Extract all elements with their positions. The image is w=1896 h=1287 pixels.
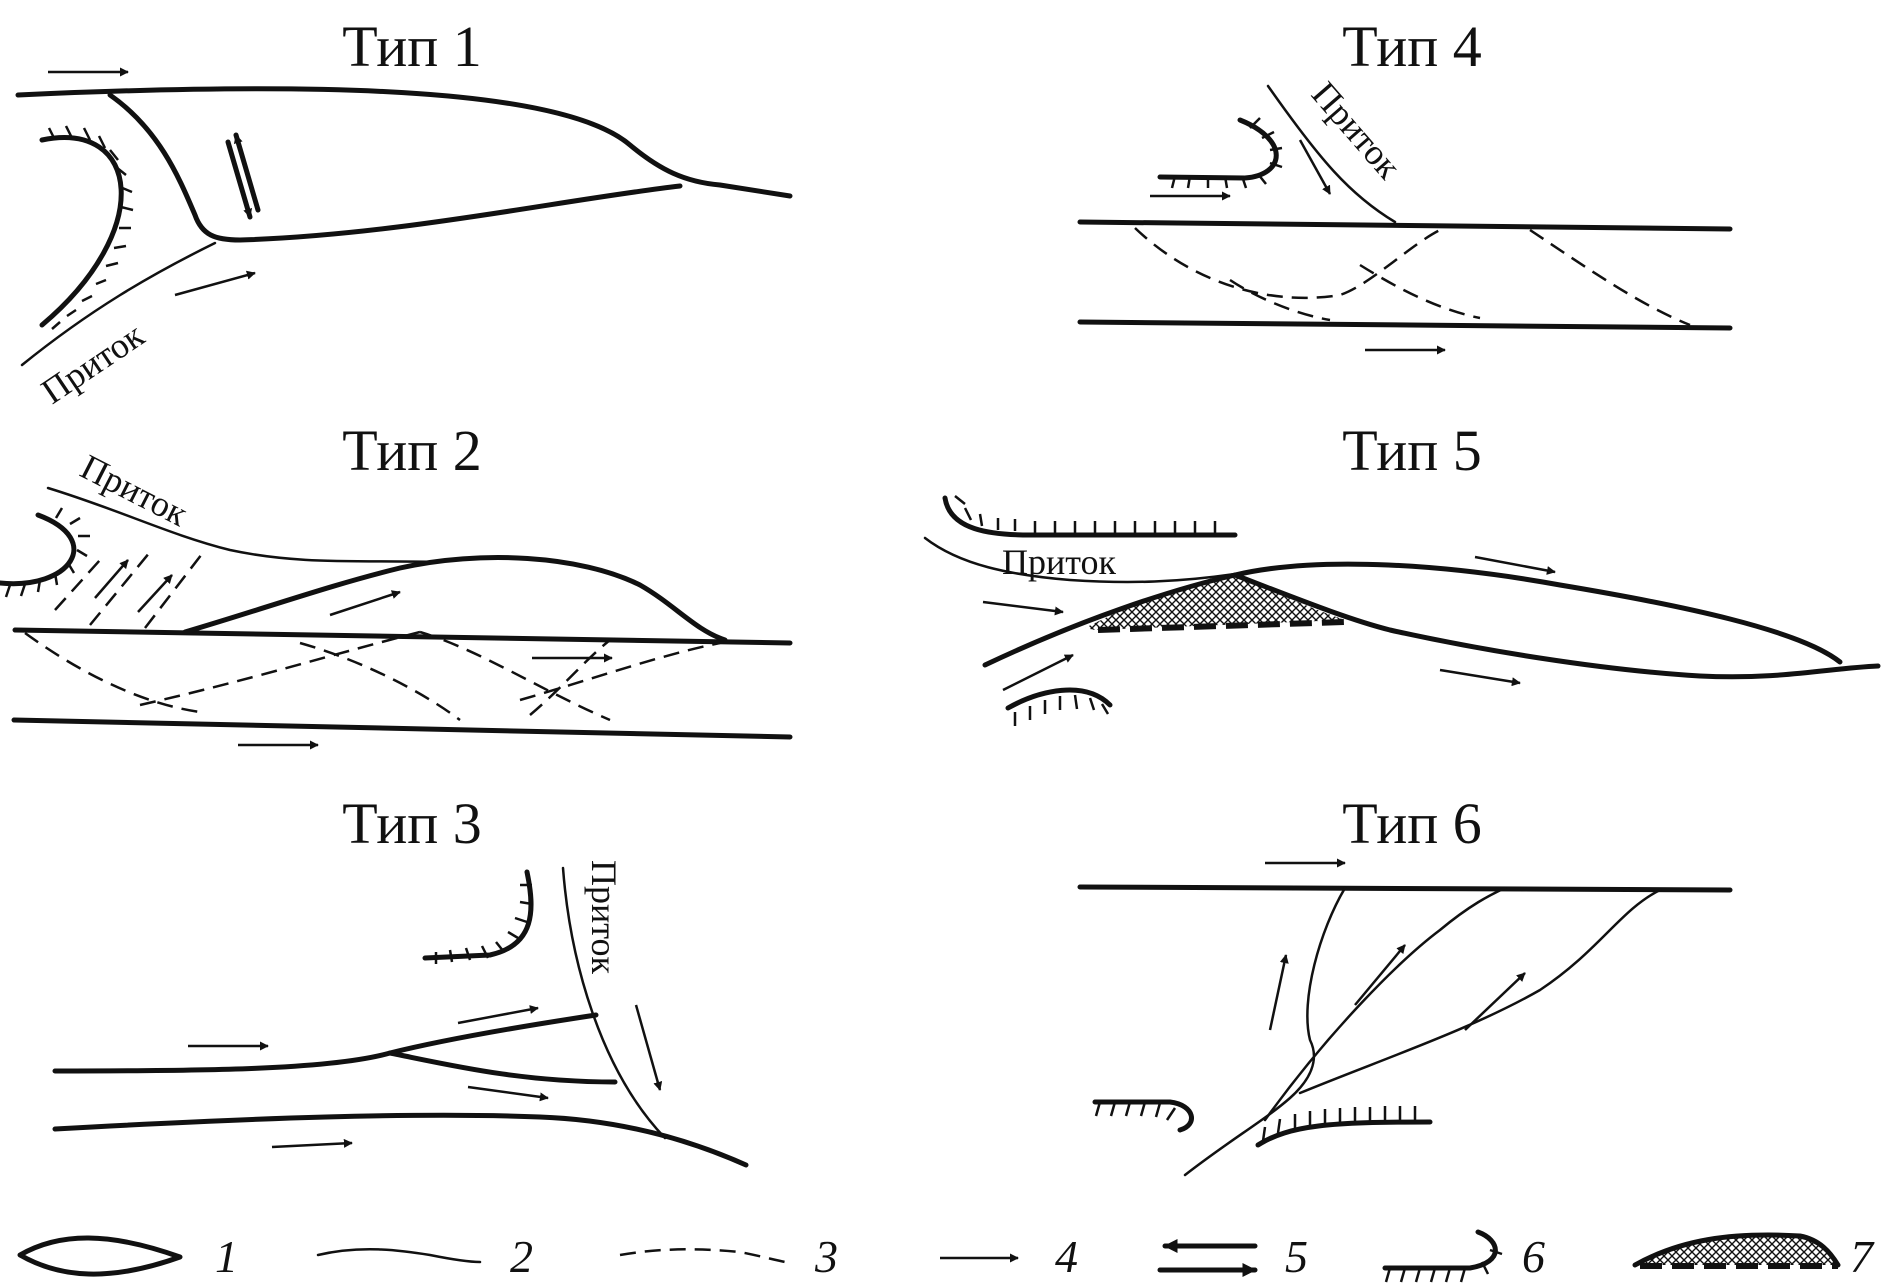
- flow-arrow: [457, 1005, 539, 1025]
- legend-number: 2: [510, 1231, 533, 1282]
- flow-arrow: [1298, 139, 1332, 195]
- panel-type5: Тип 5 Приток: [923, 418, 1881, 726]
- main-channel-top-bank: [15, 86, 793, 199]
- distributary-channel: [1183, 886, 1347, 1177]
- legend-number: 3: [814, 1231, 838, 1282]
- dashed-channel: [1134, 227, 1691, 327]
- legend-number: 1: [215, 1231, 238, 1282]
- legend-item-2: 2: [316, 1231, 533, 1282]
- panel-type6: Тип 6: [1077, 791, 1733, 1177]
- flow-arrow: [329, 590, 401, 617]
- tributary-label: Приток: [1304, 74, 1409, 187]
- dashed-channel: [54, 549, 206, 629]
- flow-arrow: [467, 1085, 549, 1102]
- island-bank: [107, 92, 683, 243]
- distributary-channel: [1298, 888, 1662, 1095]
- panel-title: Тип 6: [1342, 791, 1482, 856]
- panel-type3: Тип 3 Приток: [52, 791, 749, 1168]
- panel-type4: Тип 4 Приток: [1077, 14, 1733, 355]
- legend: 1 2 3 4 5 6 7: [17, 1229, 1875, 1283]
- main-channel-bank: [1077, 884, 1733, 893]
- cross-hatched-bar-outline: [1632, 1232, 1841, 1268]
- hatched-bank: [1255, 1106, 1433, 1148]
- tributary-channel: [46, 486, 442, 564]
- hatched-bank: [1157, 117, 1283, 189]
- bank-lens-symbol: [17, 1235, 183, 1277]
- flow-arrow: [982, 600, 1064, 616]
- flow-arrow: [1354, 944, 1406, 1006]
- legend-item-4: 4: [940, 1231, 1078, 1282]
- tributary-label: Приток: [584, 860, 624, 975]
- reverse-flow-arrow-down: [225, 139, 253, 220]
- flow-arrow: [1268, 954, 1289, 1031]
- main-channel-top-bank: [982, 561, 1843, 668]
- hatched-bank: [0, 507, 90, 598]
- flow-arrow: [271, 1138, 353, 1149]
- tributary-channel: [561, 866, 667, 1140]
- tributary-label: Приток: [1002, 542, 1117, 582]
- flow-arrow: [1474, 555, 1556, 575]
- legend-item-5: 5: [1157, 1231, 1308, 1282]
- legend-item-1: 1: [17, 1231, 238, 1282]
- panel-title: Тип 1: [342, 14, 482, 79]
- main-channel-top-bank: [12, 627, 793, 646]
- flow-arrow: [634, 1004, 663, 1091]
- legend-item-7: 7: [1632, 1231, 1875, 1282]
- hatched-bank-ticks: [1384, 1248, 1503, 1283]
- tributary-label: Приток: [74, 446, 194, 534]
- hatched-bank: [1005, 687, 1113, 726]
- cross-hatched-bar: [1085, 575, 1346, 633]
- panel-title: Тип 4: [1342, 14, 1482, 79]
- tributary-channel: [20, 241, 217, 367]
- legend-number: 6: [1522, 1231, 1545, 1282]
- legend-number: 5: [1285, 1231, 1308, 1282]
- hatched-bank: [1092, 1099, 1194, 1133]
- main-channel-bottom-bank: [1077, 319, 1733, 331]
- flow-arrow: [1439, 668, 1521, 687]
- panel-title: Тип 2: [342, 418, 482, 483]
- flow-arrow: [1464, 972, 1526, 1031]
- legend-item-6: 6: [1382, 1229, 1545, 1283]
- main-channel-bottom-bank: [1232, 572, 1881, 680]
- main-channel-bottom-bank: [11, 717, 793, 740]
- dashed-channel: [24, 630, 721, 722]
- dashed-line-symbol: [619, 1248, 786, 1264]
- legend-item-3: 3: [619, 1231, 838, 1282]
- panel-title: Тип 3: [342, 791, 482, 856]
- bar-bank: [182, 555, 728, 643]
- tributary-channel: [923, 536, 1237, 584]
- island-bank: [387, 1050, 618, 1085]
- hatched-bank: [942, 495, 1238, 538]
- legend-number: 4: [1055, 1231, 1078, 1282]
- hatched-bank: [422, 869, 534, 964]
- panel-type2: Тип 2 Приток: [0, 418, 793, 750]
- hatched-bank-symbol: [1382, 1229, 1498, 1271]
- flow-arrow: [1002, 653, 1074, 692]
- main-channel-top-bank: [52, 1012, 599, 1074]
- thin-line-symbol: [316, 1248, 482, 1264]
- main-channel-bottom-bank: [52, 1112, 749, 1168]
- main-channel-top-bank: [1077, 219, 1733, 232]
- flow-arrow: [174, 270, 256, 297]
- panel-title: Тип 5: [1342, 418, 1482, 483]
- cross-hatched-fill: [1635, 1235, 1838, 1265]
- reverse-flow-arrow-up: [233, 132, 261, 213]
- tributary-channel: [1266, 84, 1397, 224]
- legend-number: 7: [1850, 1231, 1875, 1282]
- panel-type1: Тип 1 Приток: [15, 14, 793, 412]
- distributary-channel: [1263, 886, 1507, 1122]
- flow-arrow: [137, 574, 173, 613]
- tributary-label: Приток: [34, 314, 151, 411]
- flow-arrow: [94, 559, 129, 599]
- hatched-bank: [39, 125, 134, 330]
